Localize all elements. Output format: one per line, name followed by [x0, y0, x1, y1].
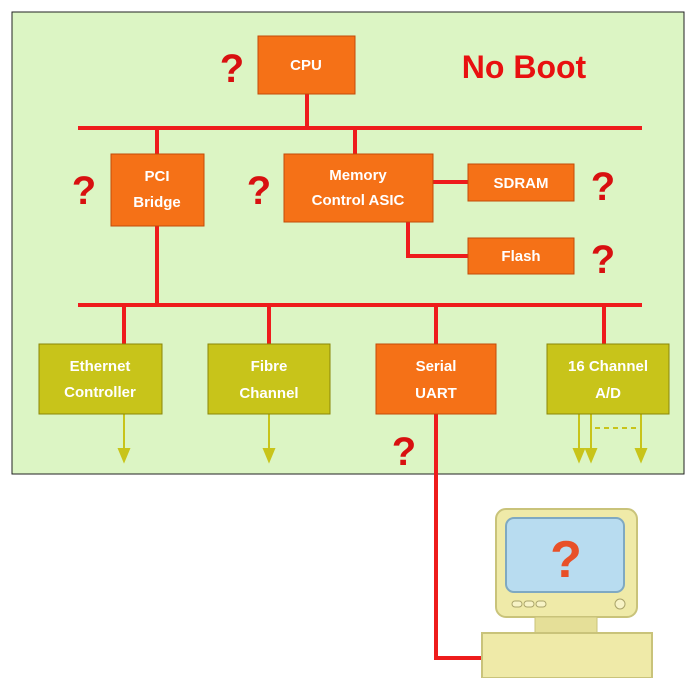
ad-label-line2: A/D — [595, 385, 621, 402]
pci-question-mark: ? — [72, 169, 96, 213]
flash-block: Flash — [467, 237, 575, 275]
ethernet-controller-block: Ethernet Controller — [38, 343, 163, 415]
monitor-button-3 — [535, 600, 547, 608]
wiring — [78, 94, 642, 660]
screen-question-mark: ? — [550, 531, 582, 589]
fibre-label-line2: Channel — [239, 385, 298, 402]
memory-control-label-line2: Control ASIC — [312, 192, 405, 209]
memory-question-mark: ? — [247, 169, 271, 213]
cpu-question-mark: ? — [220, 47, 244, 91]
cpu-label: CPU — [290, 57, 322, 74]
pci-bridge-label-line2: Bridge — [133, 194, 181, 211]
monitor-button-1 — [511, 600, 523, 608]
ad-converter-block: 16 Channel A/D — [546, 343, 670, 415]
serial-cable — [434, 414, 488, 660]
memory-control-block: Memory Control ASIC — [283, 153, 434, 223]
terminal-computer: ? — [481, 508, 653, 678]
serial-label-line1: Serial — [416, 358, 457, 375]
serial-question-mark: ? — [392, 430, 416, 474]
flash-question-mark: ? — [591, 238, 615, 282]
monitor-screen — [505, 517, 625, 593]
serial-uart-block: Serial UART — [375, 343, 497, 415]
status-title: No Boot — [462, 49, 587, 85]
memory-flash-link — [406, 222, 468, 258]
monitor-button-2 — [523, 600, 535, 608]
serial-label-line2: UART — [415, 385, 457, 402]
fibre-label-line1: Fibre — [251, 358, 288, 375]
power-button — [614, 598, 626, 610]
sdram-question-mark: ? — [591, 165, 615, 209]
cpu-block: CPU — [257, 35, 356, 95]
monitor-stand — [534, 616, 598, 634]
ethernet-label-line2: Controller — [64, 384, 136, 401]
pci-bridge-block: PCI Bridge — [110, 153, 205, 227]
memory-control-label-line1: Memory — [329, 167, 387, 184]
sdram-block: SDRAM — [467, 163, 575, 202]
sdram-label: SDRAM — [494, 175, 549, 192]
ad-label-line1: 16 Channel — [568, 358, 648, 375]
computer-base — [481, 632, 653, 678]
fibre-channel-block: Fibre Channel — [207, 343, 331, 415]
ethernet-label-line1: Ethernet — [70, 358, 131, 375]
flash-label: Flash — [501, 248, 540, 265]
pci-bridge-label-line1: PCI — [144, 168, 169, 185]
output-arrows — [117, 414, 648, 464]
